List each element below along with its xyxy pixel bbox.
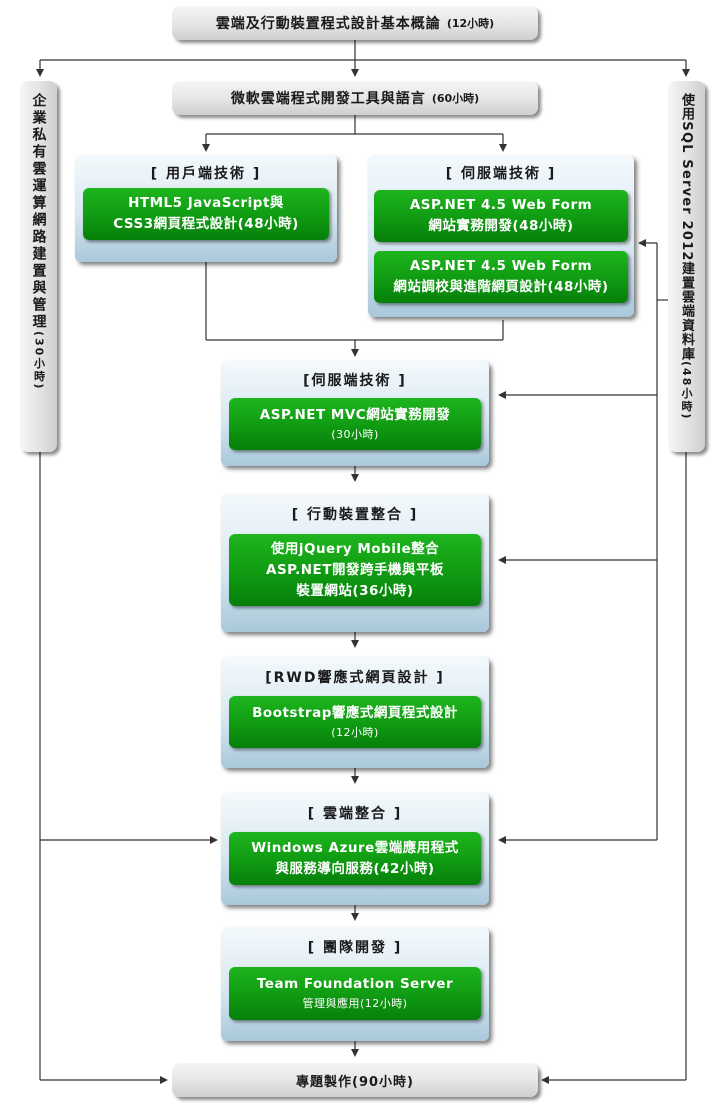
team-course-line1: Team Foundation Server (256, 976, 454, 992)
tools-course-label: 微軟雲端程式開發工具與語言 (230, 91, 426, 107)
intro-course-label: 雲端及行動裝置程式設計基本概論 (215, 16, 441, 32)
cloud-course-line1: Windows Azure雲端應用程式 (251, 839, 459, 856)
server-tech-panel: [ 伺服端技術 ] ASP.NET 4.5 Web Form 網站實務開發(48… (368, 155, 634, 317)
cloud-course: Windows Azure雲端應用程式 與服務導向服務(42小時) (229, 832, 481, 885)
private-cloud-course-box: 企業私有雲運算網路建置與管理(30小時) (20, 81, 57, 452)
client-tech-line1: HTML5 JavaScript與 (128, 195, 284, 211)
rwd-course-line1: Bootstrap響應式網頁程式設計 (252, 704, 458, 721)
webform-advanced-line2: 網站調校與進階網頁設計(48小時) (393, 279, 609, 295)
tools-course-hours: (60小時) (431, 92, 480, 105)
sql-server-course-box: 使用SQL Server 2012建置雲端資料庫(48小時) (668, 81, 705, 452)
mobile-course-line1: 使用jQuery Mobile整合 (270, 540, 440, 557)
mobile-course-line2: ASP.NET開發跨手機與平板 (266, 561, 444, 578)
private-cloud-course-text: 企業私有雲運算網路建置與管理(30小時) (30, 93, 47, 452)
sql-server-course-hours: (48小時) (680, 361, 693, 421)
mvc-course-line1: ASP.NET MVC網站實務開發 (259, 406, 451, 423)
mvc-panel-title: [伺服端技術 ] (303, 373, 407, 389)
webform-advanced-course: ASP.NET 4.5 Web Form 網站調校與進階網頁設計(48小時) (374, 251, 628, 303)
project-course-box: 專題製作(90小時) (172, 1063, 538, 1097)
mvc-course-line2: (30小時) (331, 427, 379, 441)
mobile-panel-title: [ 行動裝置整合 ] (291, 507, 419, 523)
rwd-panel-title: [RWD響應式網頁設計 ] (265, 670, 445, 686)
sql-server-course-label: 使用SQL Server 2012建置雲端資料庫 (679, 93, 694, 362)
client-tech-line2: CSS3網頁程式設計(48小時) (113, 216, 299, 232)
project-course-label: 專題製作(90小時) (296, 1074, 414, 1090)
webform-practice-line2: 網站實務開發(48小時) (428, 218, 574, 234)
mobile-panel: [ 行動裝置整合 ] 使用jQuery Mobile整合 ASP.NET開發跨手… (221, 494, 489, 632)
team-panel-title: [ 團隊開發 ] (307, 940, 403, 956)
cloud-panel-title: [ 雲端整合 ] (307, 806, 403, 822)
client-tech-course: HTML5 JavaScript與 CSS3網頁程式設計(48小時) (83, 188, 329, 240)
private-cloud-course-hours: (30小時) (32, 331, 46, 391)
rwd-course: Bootstrap響應式網頁程式設計 (12小時) (229, 696, 481, 748)
team-course-line2: 管理與應用(12小時) (302, 997, 408, 1010)
team-course: Team Foundation Server 管理與應用(12小時) (229, 967, 481, 1020)
rwd-course-line2: (12小時) (331, 725, 379, 739)
intro-course-box: 雲端及行動裝置程式設計基本概論 (12小時) (172, 6, 538, 40)
client-tech-panel: [ 用戶端技術 ] HTML5 JavaScript與 CSS3網頁程式設計(4… (75, 155, 337, 262)
mvc-panel: [伺服端技術 ] ASP.NET MVC網站實務開發 (30小時) (221, 361, 489, 466)
cloud-panel: [ 雲端整合 ] Windows Azure雲端應用程式 與服務導向服務(42小… (221, 793, 489, 905)
sql-server-course-text: 使用SQL Server 2012建置雲端資料庫(48小時) (679, 93, 694, 452)
rwd-panel: [RWD響應式網頁設計 ] Bootstrap響應式網頁程式設計 (12小時) (221, 657, 489, 768)
team-panel: [ 團隊開發 ] Team Foundation Server 管理與應用(12… (221, 927, 489, 1041)
mobile-course: 使用jQuery Mobile整合 ASP.NET開發跨手機與平板 裝置網站(3… (229, 534, 481, 606)
tools-course-box: 微軟雲端程式開發工具與語言 (60小時) (172, 81, 538, 115)
cloud-course-line2: 與服務導向服務(42小時) (275, 860, 435, 877)
webform-practice-line1: ASP.NET 4.5 Web Form (409, 197, 593, 213)
mobile-course-line3: 裝置網站(36小時) (296, 582, 414, 599)
server-tech-title: [ 伺服端技術 ] (445, 166, 557, 182)
client-tech-title: [ 用戶端技術 ] (150, 166, 262, 182)
intro-course-hours: (12小時) (446, 17, 495, 30)
webform-practice-course: ASP.NET 4.5 Web Form 網站實務開發(48小時) (374, 190, 628, 242)
mvc-course: ASP.NET MVC網站實務開發 (30小時) (229, 398, 481, 450)
webform-advanced-line1: ASP.NET 4.5 Web Form (409, 258, 593, 274)
private-cloud-course-label: 企業私有雲運算網路建置與管理 (30, 93, 47, 331)
